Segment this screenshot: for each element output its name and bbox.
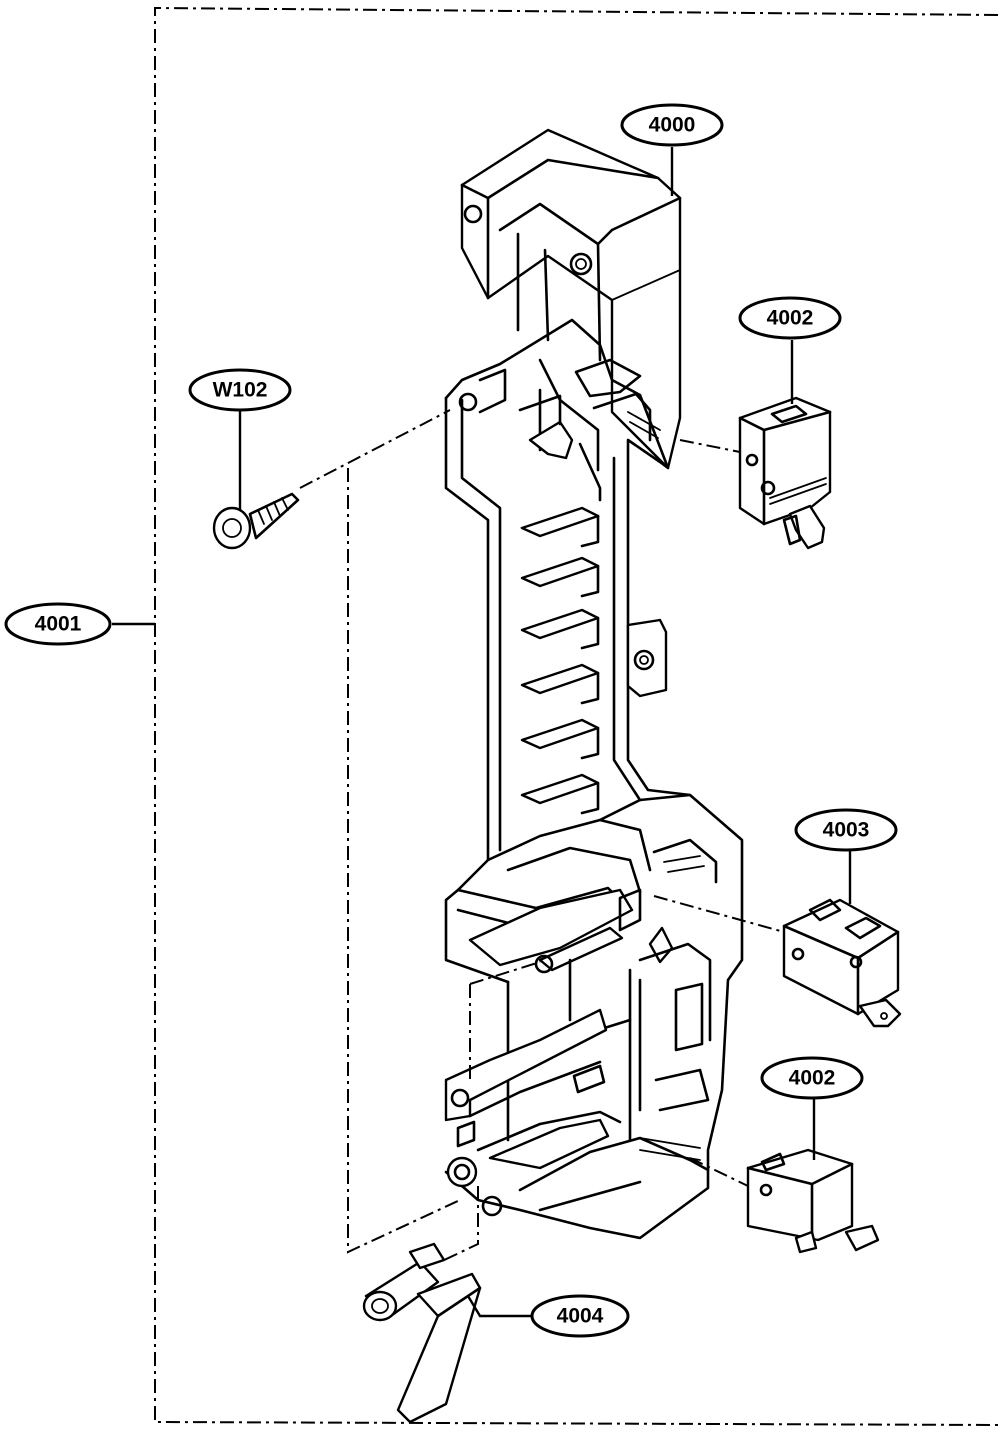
- callout-4002-bottom-text: 4002: [789, 1067, 836, 1090]
- assembly-boundary: [154, 6, 999, 1426]
- screw-w102-drawing: [212, 492, 300, 550]
- assembly-guide-lines: [299, 409, 785, 1263]
- lever-4004-drawing: [362, 1242, 482, 1424]
- callout-4003-text: 4003: [823, 819, 870, 842]
- callout-w102-text: W102: [213, 379, 268, 402]
- callout-4004-text: 4004: [557, 1305, 604, 1328]
- callout-4003: 4003: [794, 808, 898, 852]
- switch-4002-bottom-drawing: [746, 1148, 880, 1254]
- callout-w102: W102: [188, 368, 292, 412]
- latch-board-body: [444, 128, 744, 1240]
- callout-4000-text: 4000: [649, 114, 696, 137]
- callout-4001: 4001: [4, 602, 112, 646]
- callout-4002-top-text: 4002: [767, 307, 814, 330]
- callout-4004: 4004: [530, 1294, 630, 1338]
- callout-4002-bottom: 4002: [760, 1056, 864, 1100]
- leader-lines: [112, 147, 852, 1318]
- callout-4001-text: 4001: [35, 613, 82, 636]
- callout-4002-top: 4002: [738, 296, 842, 340]
- switch-4003-drawing: [782, 898, 902, 1028]
- callout-4000: 4000: [620, 103, 724, 147]
- switch-4002-top-drawing: [738, 396, 832, 550]
